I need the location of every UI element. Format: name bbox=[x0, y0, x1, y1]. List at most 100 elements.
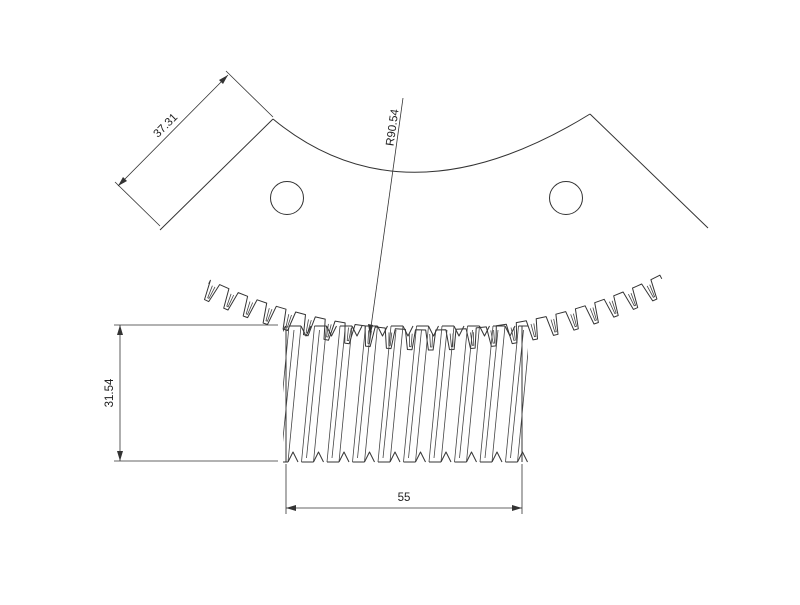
thread-root-line bbox=[562, 330, 575, 458]
thread-profile-top bbox=[479, 325, 490, 337]
thread-crest-line bbox=[377, 325, 392, 463]
gear-sector bbox=[159, 113, 709, 351]
thread-profile-bottom bbox=[466, 451, 477, 463]
thread-profile-top bbox=[453, 325, 465, 337]
dimension-line bbox=[117, 74, 229, 187]
thread-root-line bbox=[510, 329, 524, 459]
thread-crest-line bbox=[313, 325, 327, 463]
thread-root-line bbox=[283, 329, 295, 443]
gear-teeth bbox=[204, 274, 663, 351]
thread-profile-top bbox=[607, 326, 617, 336]
thread-root-line bbox=[408, 329, 422, 459]
thread-profile-bottom bbox=[338, 451, 350, 463]
thread-profile-bottom bbox=[543, 452, 553, 462]
thread-profile-top bbox=[504, 325, 516, 337]
dimension-radius: R90.54 bbox=[368, 97, 404, 336]
thread-profile-top bbox=[300, 325, 312, 337]
tooth-profile bbox=[570, 313, 577, 328]
thread-crest-line bbox=[352, 325, 366, 463]
thread-root-line bbox=[587, 330, 600, 458]
thread-profile-top bbox=[582, 326, 592, 336]
tooth-profile bbox=[628, 292, 637, 307]
leader-line bbox=[369, 97, 404, 335]
thread-crest-line bbox=[263, 326, 276, 462]
thread-profile-top bbox=[283, 325, 286, 333]
thread-crest-line bbox=[251, 326, 264, 462]
worm-thread bbox=[225, 325, 617, 463]
thread-crest-line bbox=[237, 326, 250, 462]
thread-profile-bottom bbox=[594, 452, 604, 462]
dimension-label-worm-diameter: 31.54 bbox=[104, 378, 116, 407]
tooth-profile bbox=[429, 333, 433, 348]
thread-root-line bbox=[459, 329, 473, 459]
thread-root-line bbox=[433, 329, 448, 459]
thread-profile-bottom bbox=[237, 452, 247, 462]
thread-crest-line bbox=[517, 347, 528, 463]
tooth-profile bbox=[305, 319, 312, 334]
mounting-hole-left bbox=[270, 181, 304, 215]
thread-crest-line bbox=[389, 325, 404, 463]
thread-profile-top bbox=[326, 325, 337, 337]
extension-line bbox=[225, 70, 274, 118]
thread-profile-bottom bbox=[569, 452, 579, 462]
thread-crest-line bbox=[287, 325, 302, 463]
thread-profile-top bbox=[428, 325, 439, 337]
arrowhead bbox=[286, 505, 296, 511]
thread-crest-line bbox=[491, 325, 506, 463]
thread-crest-line bbox=[415, 325, 429, 463]
thread-profile-bottom bbox=[415, 451, 426, 463]
tooth-profile bbox=[510, 327, 516, 341]
tooth-profile bbox=[285, 314, 292, 328]
thread-profile-top bbox=[377, 325, 388, 337]
thread-profile-top bbox=[402, 325, 414, 337]
thread-crest-line bbox=[364, 325, 378, 463]
thread-crest-line bbox=[505, 325, 519, 463]
tooth-profile bbox=[367, 330, 372, 344]
tooth-profile bbox=[609, 300, 617, 315]
thread-crest-line bbox=[594, 326, 607, 462]
thread-crest-line bbox=[582, 326, 595, 462]
gear-sector-right-edge bbox=[589, 113, 709, 229]
arrowhead bbox=[512, 505, 522, 511]
arrowhead bbox=[219, 75, 228, 84]
thread-root-line bbox=[484, 329, 499, 459]
dimension-label-radius: R90.54 bbox=[385, 108, 402, 147]
thread-crest-line bbox=[301, 325, 315, 463]
tooth-profile bbox=[550, 318, 557, 333]
dimension-sector-width: 37.31 bbox=[114, 70, 274, 227]
thread-crest-line bbox=[557, 326, 570, 462]
gear-sector-left-edge bbox=[159, 118, 274, 231]
thread-crest-line bbox=[543, 326, 556, 462]
tooth-profile bbox=[589, 307, 597, 322]
thread-profile-bottom bbox=[517, 451, 528, 463]
thread-root-line bbox=[536, 330, 549, 458]
thread-profile-bottom bbox=[440, 451, 452, 463]
tooth-profile bbox=[226, 293, 235, 308]
extension-line bbox=[114, 181, 161, 227]
thread-crest-line bbox=[569, 326, 582, 462]
thread-root-line bbox=[331, 329, 346, 459]
thread-profile-bottom bbox=[287, 451, 299, 463]
thread-root-line bbox=[357, 329, 371, 459]
thread-profile-bottom bbox=[491, 451, 503, 463]
thread-root-line bbox=[306, 329, 320, 459]
thread-profile-bottom bbox=[364, 451, 375, 463]
thread-crest-line bbox=[428, 325, 443, 463]
thread-crest-line bbox=[225, 326, 238, 462]
tooth-profile bbox=[245, 301, 254, 315]
thread-crest-line bbox=[440, 325, 455, 463]
tooth-profile bbox=[646, 284, 656, 298]
mounting-hole-right bbox=[549, 181, 583, 215]
thread-crest-line bbox=[283, 325, 290, 393]
worm-screw bbox=[225, 325, 617, 463]
dimension-label-worm-length: 55 bbox=[398, 492, 411, 504]
tooth-profile bbox=[346, 327, 352, 342]
dimension-label-sector-width: 37.31 bbox=[151, 111, 180, 140]
thread-profile-bottom bbox=[313, 451, 324, 463]
gear-sector-top-arc bbox=[272, 113, 591, 173]
tooth-profile bbox=[408, 333, 413, 348]
dimension-worm-length: 55 bbox=[285, 464, 523, 514]
thread-crest-line bbox=[531, 326, 544, 462]
